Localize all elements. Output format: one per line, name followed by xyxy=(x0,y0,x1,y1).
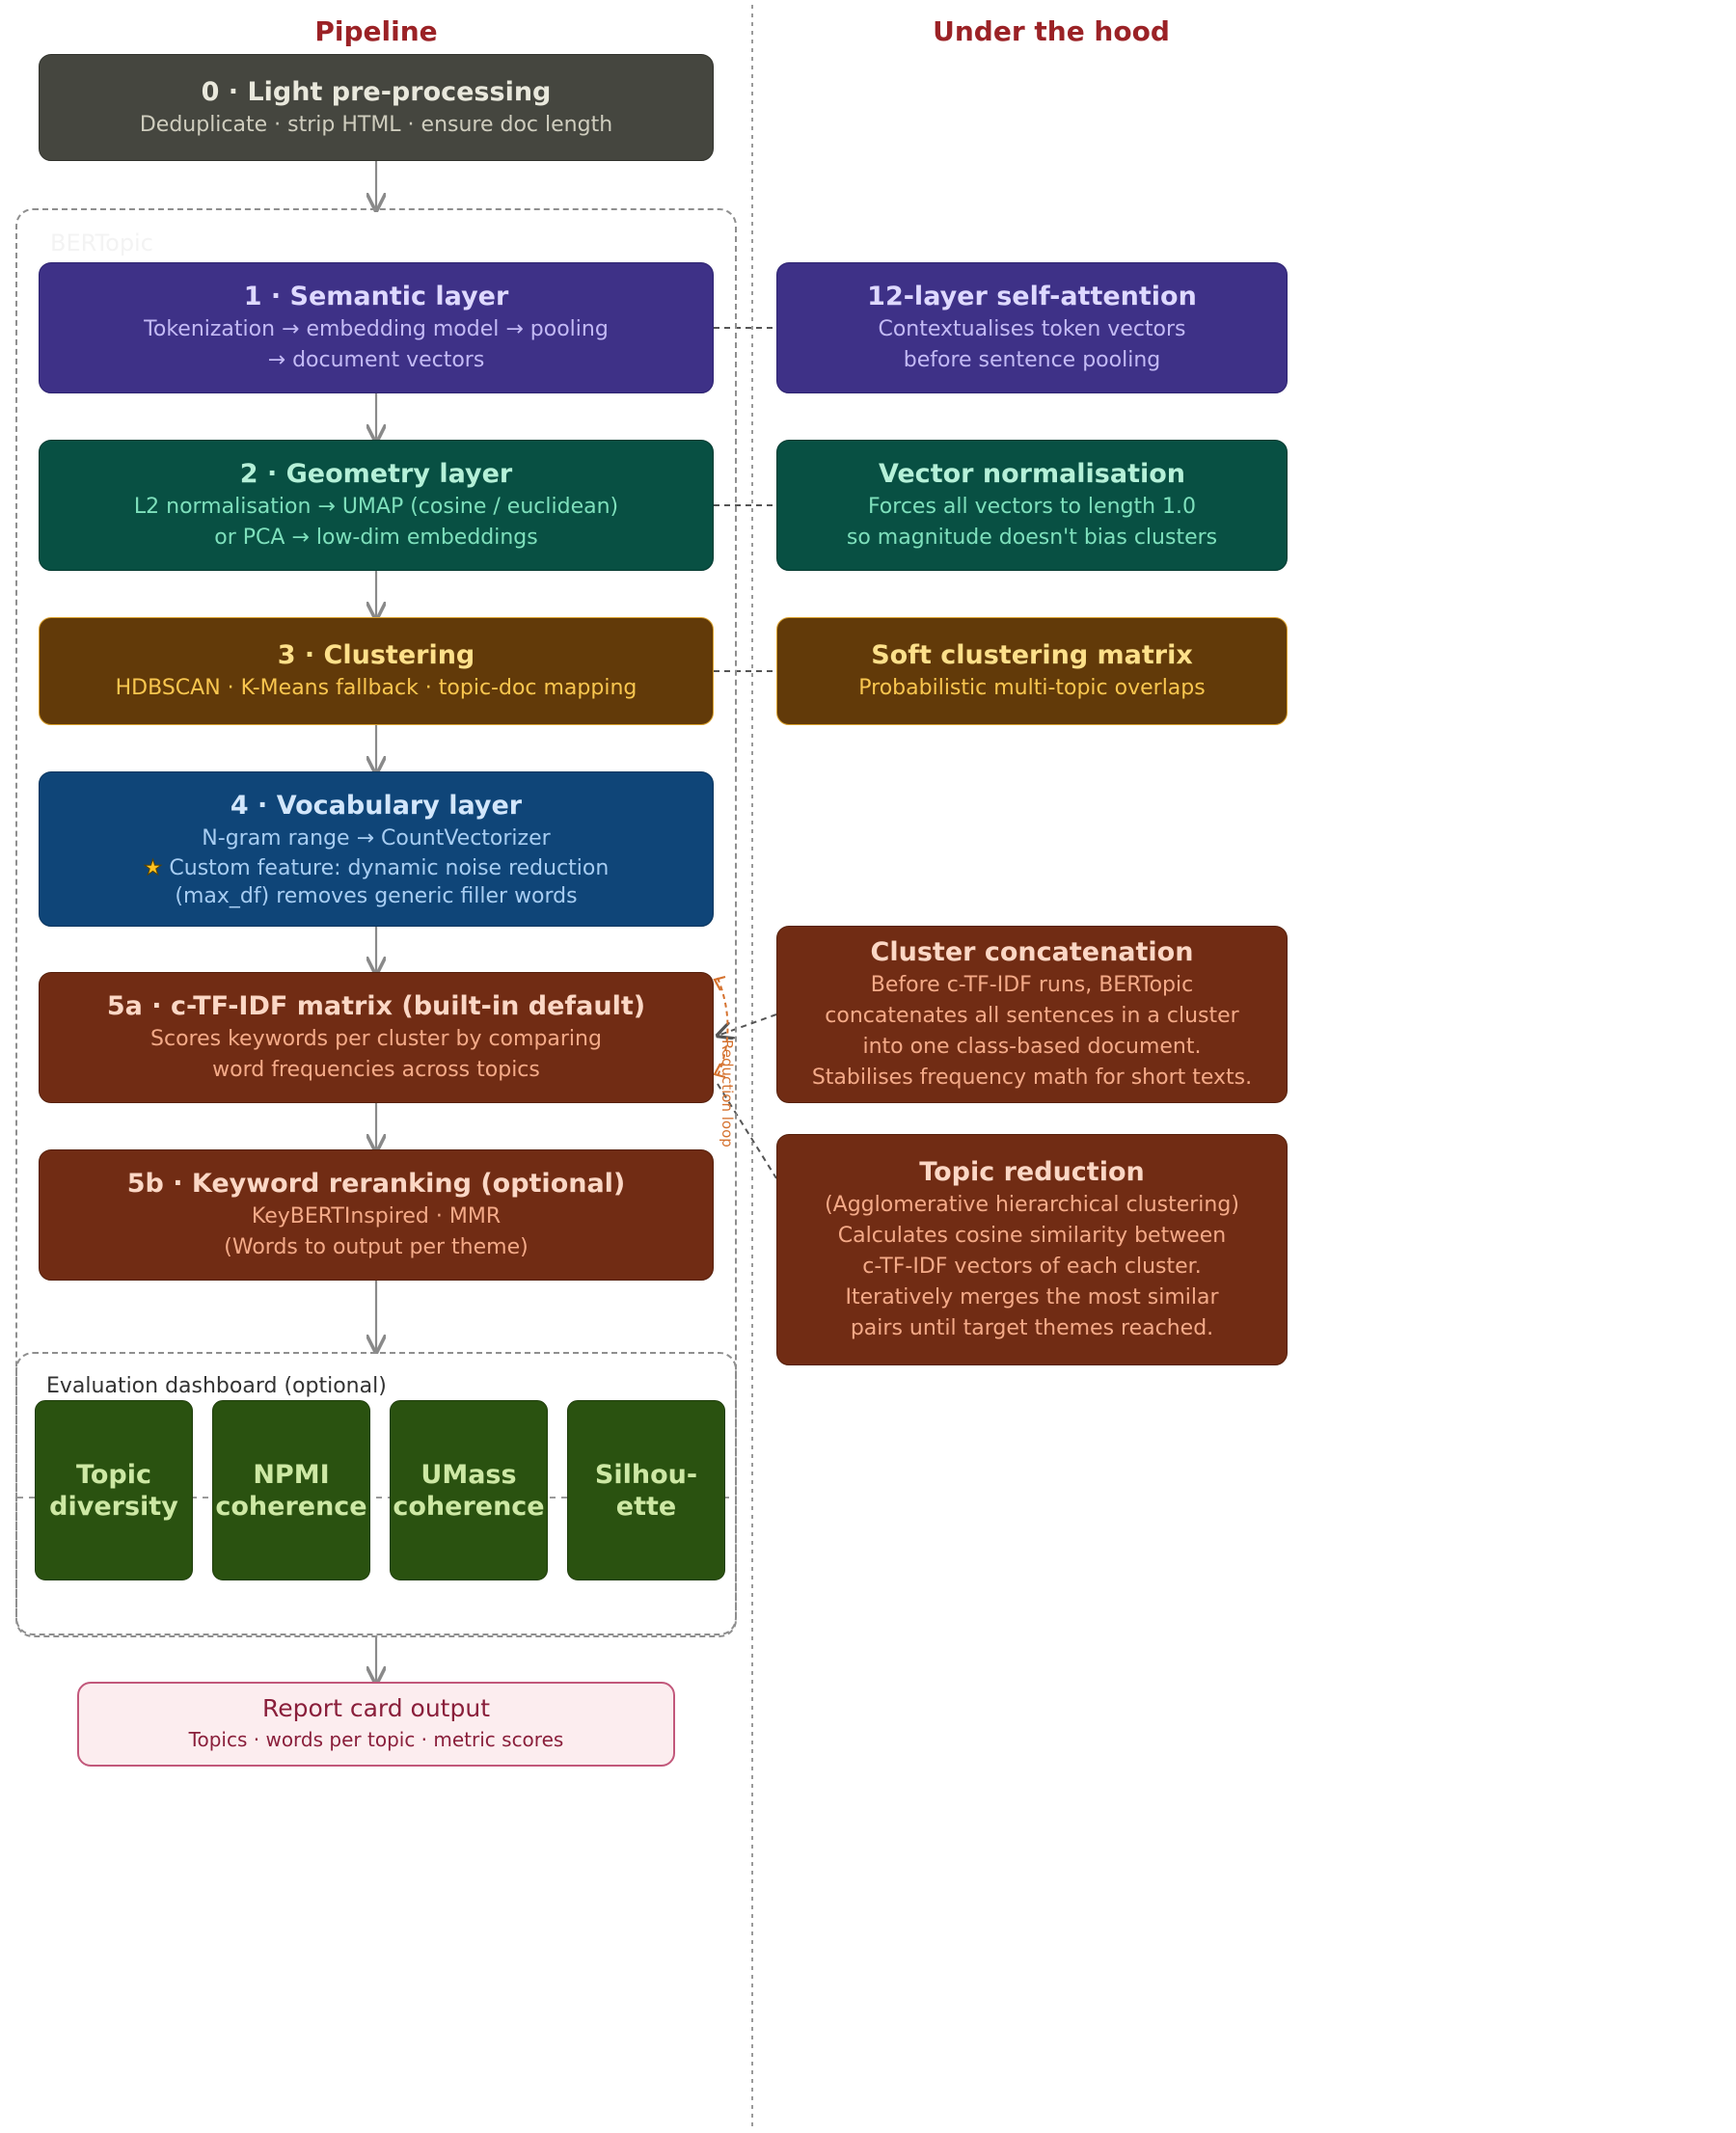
metric-silhouette: Silhou- ette xyxy=(567,1400,725,1580)
vocabulary-layer-box: 4 · Vocabulary layer N-gram range → Coun… xyxy=(39,771,714,927)
self-attention-box: 12-layer self-attention Contextualises t… xyxy=(776,262,1288,393)
semantic-layer-box: 1 · Semantic layer Tokenization → embedd… xyxy=(39,262,714,393)
pipeline-header: Pipeline xyxy=(314,15,438,47)
concat-line: into one class-based document. xyxy=(862,1035,1202,1059)
rerank-line: KeyBERTInspired · MMR xyxy=(251,1204,502,1228)
cluster-concatenation-box: Cluster concatenation Before c-TF-IDF ru… xyxy=(776,926,1288,1103)
metric-line: diversity xyxy=(49,1491,178,1522)
normalisation-title: Vector normalisation xyxy=(878,459,1186,489)
report-title: Report card output xyxy=(262,1694,490,1722)
geometry-title: 2 · Geometry layer xyxy=(239,459,513,489)
clustering-line: HDBSCAN · K-Means fallback · topic-doc m… xyxy=(115,676,637,700)
metric-line: Topic xyxy=(76,1459,151,1490)
metric-line: UMass xyxy=(420,1459,517,1490)
link-ctfidf-to-reduction xyxy=(717,1083,777,1179)
metric-npmi-coherence: NPMI coherence xyxy=(212,1400,370,1580)
geometry-line: or PCA → low-dim embeddings xyxy=(214,526,538,550)
normalisation-line: so magnitude doesn't bias clusters xyxy=(846,526,1218,550)
concat-line: Before c-TF-IDF runs, BERTopic xyxy=(870,973,1194,997)
vector-normalisation-box: Vector normalisation Forces all vectors … xyxy=(776,440,1288,571)
metric-line: coherence xyxy=(215,1491,367,1522)
evaluation-label: Evaluation dashboard (optional) xyxy=(46,1374,387,1398)
soft-clustering-box: Soft clustering matrix Probabilistic mul… xyxy=(776,617,1288,725)
reduction-loop-arc xyxy=(717,977,729,1077)
semantic-line: Tokenization → embedding model → pooling xyxy=(144,317,609,341)
vocabulary-line: N-gram range → CountVectorizer xyxy=(202,825,551,850)
geometry-line: L2 normalisation → UMAP (cosine / euclid… xyxy=(133,495,619,519)
reduction-title: Topic reduction xyxy=(919,1157,1145,1187)
attention-title: 12-layer self-attention xyxy=(867,282,1197,311)
normalisation-line: Forces all vectors to length 1.0 xyxy=(867,495,1197,519)
reduction-line: Calculates cosine similarity between xyxy=(837,1224,1227,1248)
star-icon: ★ xyxy=(143,855,163,880)
metric-topic-diversity: Topic diversity xyxy=(35,1400,193,1580)
keyword-reranking-box: 5b · Keyword reranking (optional) KeyBER… xyxy=(39,1149,714,1281)
vocabulary-custom-feature-row: ★ Custom feature: dynamic noise reductio… xyxy=(143,854,610,883)
under-the-hood-header: Under the hood xyxy=(933,15,1170,47)
preprocess-box: 0 · Light pre-processing Deduplicate · s… xyxy=(39,54,714,161)
rerank-line: (Words to output per theme) xyxy=(224,1235,529,1259)
ctfidf-title: 5a · c-TF-IDF matrix (built-in default) xyxy=(106,991,646,1021)
bertopic-frame xyxy=(15,208,737,1635)
metric-line: coherence xyxy=(393,1491,545,1522)
clustering-box: 3 · Clustering HDBSCAN · K-Means fallbac… xyxy=(39,617,714,725)
ctfidf-line: word frequencies across topics xyxy=(212,1058,540,1082)
metric-umass-coherence: UMass coherence xyxy=(390,1400,548,1580)
concat-line: Stabilises frequency math for short text… xyxy=(811,1066,1253,1090)
vocabulary-line: (max_df) removes generic filler words xyxy=(175,883,578,908)
rerank-title: 5b · Keyword reranking (optional) xyxy=(126,1169,626,1199)
vocabulary-line: Custom feature: dynamic noise reduction xyxy=(169,855,610,880)
geometry-layer-box: 2 · Geometry layer L2 normalisation → UM… xyxy=(39,440,714,571)
preprocess-title: 0 · Light pre-processing xyxy=(201,76,552,107)
soft-line: Probabilistic multi-topic overlaps xyxy=(858,676,1206,700)
metric-line: Silhou- xyxy=(594,1459,698,1490)
evaluation-frame xyxy=(15,1352,737,1637)
reduction-line: Iteratively merges the most similar xyxy=(845,1285,1219,1310)
reduction-loop-arrowhead-top xyxy=(713,975,726,991)
topic-reduction-box: Topic reduction (Agglomerative hierarchi… xyxy=(776,1134,1288,1365)
reduction-line: c-TF-IDF vectors of each cluster. xyxy=(862,1255,1202,1279)
report-subtitle: Topics · words per topic · metric scores xyxy=(188,1728,564,1751)
ctfidf-matrix-box: 5a · c-TF-IDF matrix (built-in default) … xyxy=(39,972,714,1103)
semantic-title: 1 · Semantic layer xyxy=(243,282,509,311)
preprocess-subtitle: Deduplicate · strip HTML · ensure doc le… xyxy=(139,112,613,137)
reduction-loop-label: Reduction loop xyxy=(719,1040,736,1148)
reduction-loop-arrowhead-bottom xyxy=(713,1063,726,1079)
concat-line: concatenates all sentences in a cluster xyxy=(825,1004,1239,1028)
attention-line: before sentence pooling xyxy=(903,348,1161,372)
metric-line: ette xyxy=(615,1491,677,1522)
clustering-title: 3 · Clustering xyxy=(277,640,475,670)
soft-title: Soft clustering matrix xyxy=(871,640,1193,670)
ctfidf-line: Scores keywords per cluster by comparing xyxy=(150,1027,602,1051)
concat-title: Cluster concatenation xyxy=(870,937,1194,967)
reduction-line: (Agglomerative hierarchical clustering) xyxy=(825,1193,1239,1217)
attention-line: Contextualises token vectors xyxy=(878,317,1186,341)
bertopic-frame-label: BERTopic xyxy=(50,230,153,256)
metric-line: NPMI xyxy=(253,1459,330,1490)
report-card-box: Report card output Topics · words per to… xyxy=(77,1682,675,1767)
vocabulary-title: 4 · Vocabulary layer xyxy=(230,790,523,821)
reduction-line: pairs until target themes reached. xyxy=(850,1316,1214,1340)
semantic-line: → document vectors xyxy=(267,348,485,372)
